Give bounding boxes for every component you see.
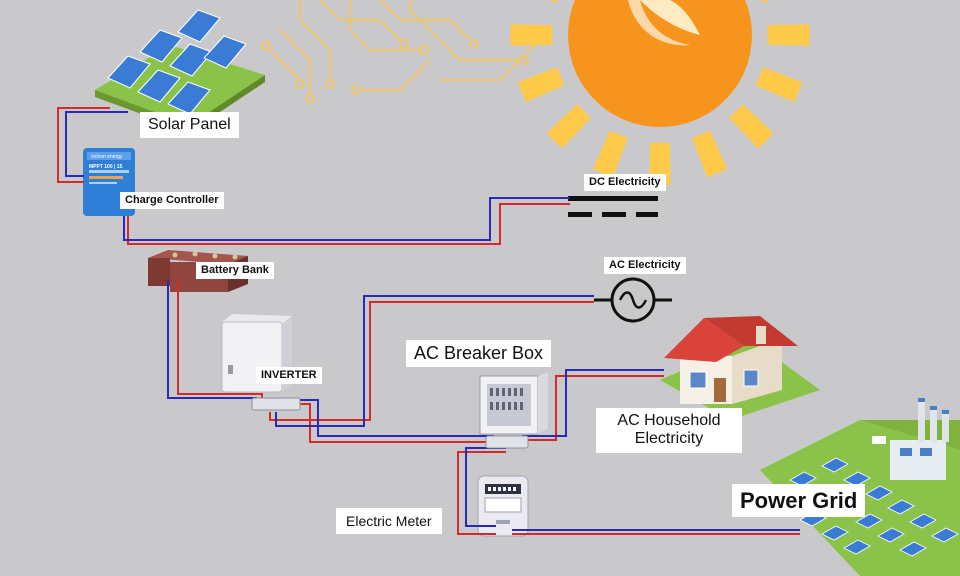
label-ac-breaker-box: AC Breaker Box xyxy=(406,340,552,367)
sun-ray xyxy=(510,24,553,46)
breaker-box-icon xyxy=(479,372,548,435)
breaker-junction xyxy=(485,435,529,449)
negative-wires xyxy=(65,111,800,531)
sun-ray xyxy=(692,130,728,178)
label-ac-electricity: AC Electricity xyxy=(604,257,686,274)
label-charge-controller: Charge Controller xyxy=(120,192,224,209)
meter-icon xyxy=(477,475,529,537)
positive-wires xyxy=(57,107,800,535)
sun-ray xyxy=(761,0,771,3)
sun-ray xyxy=(517,67,565,103)
sun-ray xyxy=(549,0,559,3)
label-ac-household: AC Household Electricity xyxy=(596,408,742,453)
sun-ray xyxy=(546,104,591,149)
sun-ray xyxy=(767,24,810,46)
ac-symbol-icon xyxy=(594,277,672,323)
label-ac-household-line1: AC Household xyxy=(617,412,721,429)
label-solar-panel: Solar Panel xyxy=(140,112,239,139)
dc-symbol-icon xyxy=(568,196,658,217)
controller-brand: victron energy xyxy=(91,154,123,160)
label-inverter: INVERTER xyxy=(256,367,322,384)
inverter-junction xyxy=(251,397,301,411)
label-electric-meter: Electric Meter xyxy=(336,508,442,535)
label-dc-electricity: DC Electricity xyxy=(584,174,666,191)
label-power-grid: Power Grid xyxy=(732,484,866,518)
circuit-traces-icon xyxy=(260,0,550,105)
label-ac-household-line2: Electricity xyxy=(634,430,704,448)
sun-icon xyxy=(510,0,810,185)
house-icon xyxy=(660,316,820,420)
sun-ray xyxy=(592,130,628,178)
label-battery-bank: Battery Bank xyxy=(196,262,274,279)
sun-ray xyxy=(755,67,803,103)
controller-model: MPPT 100 | 15 xyxy=(89,164,123,170)
sun-ray xyxy=(729,104,774,149)
